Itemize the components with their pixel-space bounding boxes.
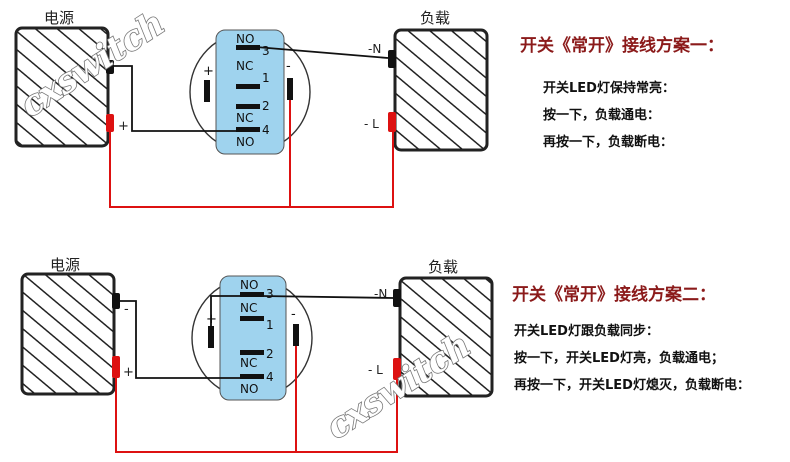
switch-led-minus-sign: - [286,59,291,74]
scheme-2: 电源 - + 负载 -N - L NO NC NC NO 3 1 2 4 + - [20,256,750,453]
load-l-terminal [388,112,396,132]
power-negative-terminal [106,60,114,74]
red-wire-power-pos-to-load-l [115,378,398,453]
load-n-terminal [388,50,396,68]
switch-body [219,275,287,401]
scheme-2-title: 开关《常开》接线方案二： [512,284,716,305]
scheme-1-line-2: 按一下，负载通电： [543,107,660,123]
switch-no-top-label: NO [236,32,254,46]
switch-contact-no-top [236,45,260,50]
load-label: 负载 [420,9,450,27]
switch-contact-no-bottom [240,374,264,379]
black-wire-pin3-to-load-n [261,295,394,299]
scheme-2-line-2: 按一下，开关LED灯亮，负载通电； [514,350,724,366]
red-wire-power-pos-to-load-l [109,132,394,208]
switch-contact-nc-top [236,84,260,89]
scheme-2-line-3: 再按一下，开关LED灯熄灭，负载断电： [514,377,750,393]
load-label: 负载 [428,258,458,276]
switch-nc-top-label: NC [236,59,253,73]
switch-pin-3: 3 [266,287,274,301]
switch-no-bottom-label: NO [236,135,254,149]
switch-nc-bottom-label: NC [240,356,257,370]
switch-pin-3: 3 [262,44,270,58]
load-l-label: - L [368,363,383,377]
switch-led-minus-terminal [287,78,293,100]
switch-no-bottom-label: NO [240,382,258,396]
power-positive-terminal [106,114,114,132]
switch-body [215,29,285,155]
black-wire-led-plus-to-pin3 [210,295,262,326]
power-label: 电源 [44,9,74,27]
switch-led-plus-terminal [208,326,214,348]
switch-pin-1: 1 [262,71,270,85]
power-plus-sign: + [123,365,134,380]
switch-nc-top-label: NC [240,301,257,315]
scheme-1-title: 开关《常开》接线方案一： [520,35,724,56]
power-positive-terminal [112,356,120,378]
black-wire-power-neg-to-pin4 [120,300,262,379]
switch-pin-4: 4 [266,370,274,384]
switch-led-minus-sign: - [291,307,296,322]
black-wire-pin3-to-load-n [255,46,389,59]
switch-pin-1: 1 [266,318,274,332]
switch-led-plus-terminal [204,80,210,102]
power-plus-sign: + [118,119,129,134]
switch-led-plus-sign: + [203,64,214,79]
load-box [398,276,494,398]
load-n-label: -N [374,287,387,301]
load-box [393,28,489,152]
power-negative-terminal [112,293,120,309]
switch-pin-2: 2 [266,347,274,361]
load-l-label: - L [364,117,379,131]
switch-contact-nc-top [240,316,264,321]
switch-led-minus-terminal [293,324,299,346]
switch-pin-4: 4 [262,123,270,137]
power-source-box [14,26,110,148]
power-source-box [20,272,116,396]
scheme-1-line-3: 再按一下，负载断电： [543,134,673,150]
switch-no-top-label: NO [240,278,258,292]
switch-contact-no-top [240,292,264,297]
switch-nc-bottom-label: NC [236,111,253,125]
switch-contact-nc-bottom [236,104,260,109]
load-n-terminal [393,289,401,307]
switch-contact-no-bottom [236,127,260,132]
power-minus-sign: - [124,302,129,317]
load-l-terminal [393,358,401,380]
switch-contact-nc-bottom [240,350,264,355]
switch-pin-2: 2 [262,99,270,113]
load-n-label: -N [368,42,381,56]
power-label: 电源 [50,256,80,274]
scheme-2-line-1: 开关LED灯跟负载同步： [514,323,659,339]
black-wire-power-neg-to-pin4 [114,65,256,132]
scheme-1-line-1: 开关LED灯保持常亮： [543,80,675,96]
scheme-1: 电源 + 负载 -N - L NO NC NC NO 3 1 2 4 + - [14,9,724,208]
